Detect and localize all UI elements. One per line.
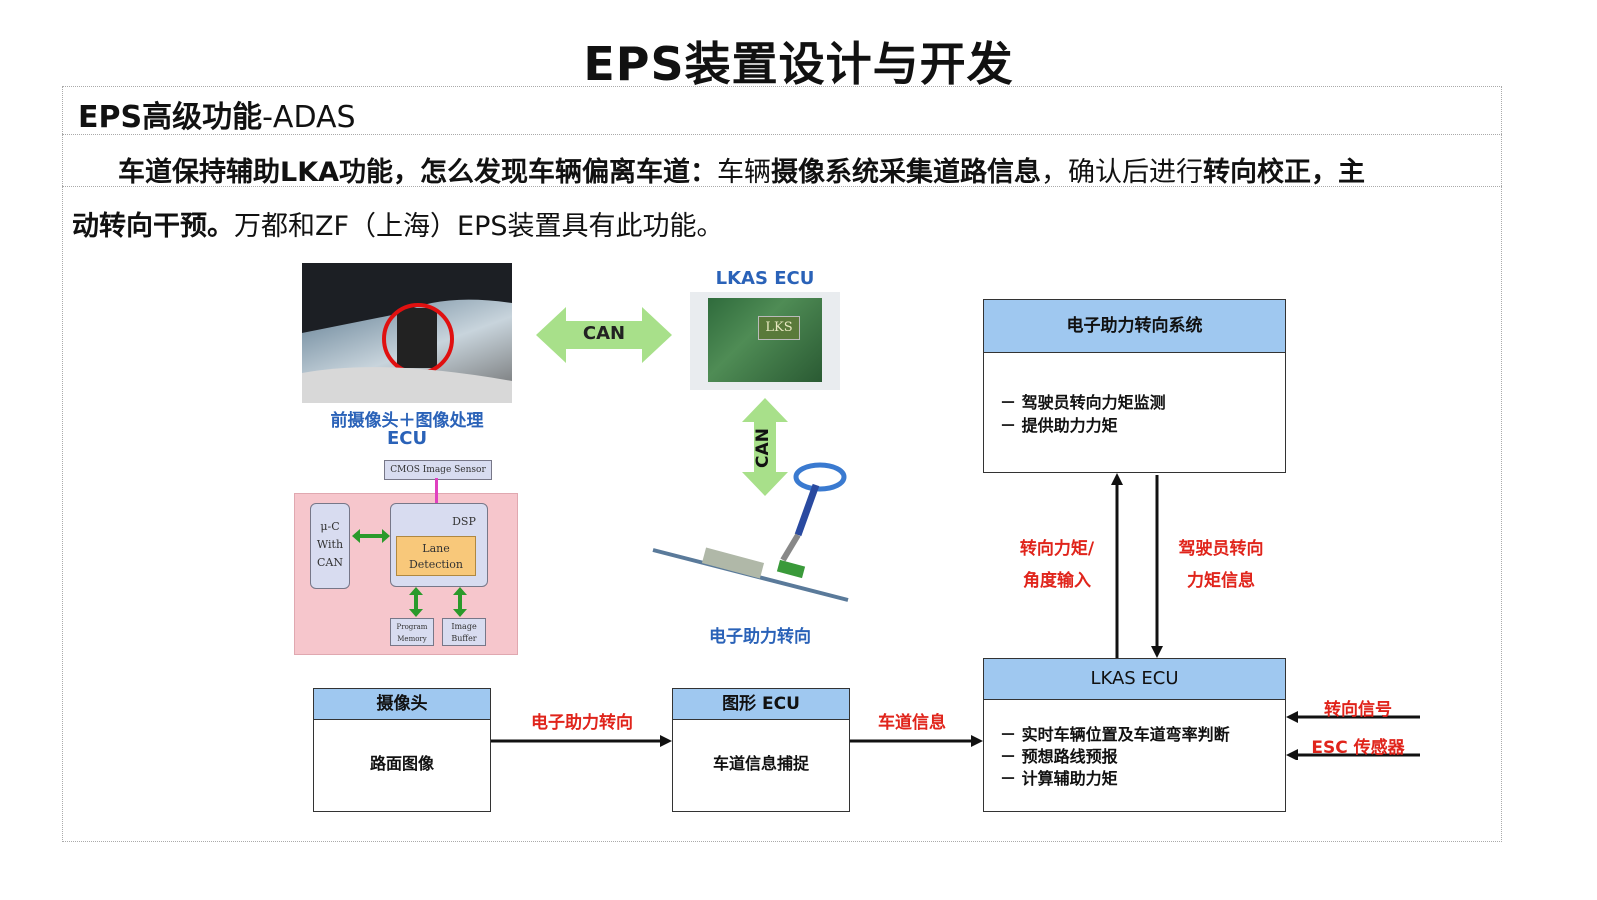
lkas-ecu-box: LKAS ECU － 实时车辆位置及车道弯率判断 － 预想路线预报 － 计算辅助…: [983, 658, 1286, 812]
torque-input-label-2: 角度输入: [1023, 571, 1091, 591]
image-ecu-body: 车道信息捕捉: [712, 754, 809, 773]
lkas-item: － 预想路线预报: [1000, 747, 1118, 766]
para-bold: 动转向干预。: [72, 211, 234, 242]
para-text: 万都和ZF（上海）EPS装置具有此功能。: [234, 211, 724, 242]
para-bold: 车道保持辅助LKA功能，怎么发现车辆偏离车道：: [118, 157, 718, 188]
esc-sensor-label: ESC 传感器: [1311, 738, 1405, 758]
lkas-ecu-board: LKS: [690, 292, 840, 390]
lks-chip: LKS: [758, 316, 800, 340]
page-title: EPS装置设计与开发: [583, 37, 1014, 91]
section-subtitle: EPS高级功能-ADAS: [78, 92, 356, 136]
paragraph-line-2: 动转向干预。万都和ZF（上海）EPS装置具有此功能。: [72, 204, 724, 243]
lkas-ecu-header: LKAS ECU: [984, 659, 1285, 700]
can-double-arrow: [536, 307, 672, 363]
content-frame: [62, 86, 1502, 842]
arrow-camera-to-ecu: [491, 735, 672, 747]
arrow-ecu-to-lkas: [850, 735, 983, 747]
driver-torque-label-1: 驾驶员转向: [1178, 539, 1264, 559]
camera-box-body: 路面图像: [369, 754, 434, 773]
eps-system-header: 电子助力转向系统: [984, 300, 1285, 353]
lkas-item: － 实时车辆位置及车道弯率判断: [1000, 725, 1230, 744]
lane-detection-block: Lane Detection: [396, 536, 476, 576]
arrow2-label: 车道信息: [878, 713, 946, 733]
divider: [62, 134, 1502, 135]
subtitle-bold: EPS高级功能: [78, 100, 263, 135]
eps-system-box: 电子助力转向系统 － 驾驶员转向力矩监测 － 提供助力力矩: [983, 299, 1286, 473]
eps-item: － 提供助力力矩: [1000, 416, 1118, 435]
subtitle-rest: -ADAS: [262, 100, 356, 135]
image-ecu-box: 图形 ECU 车道信息捕捉: [672, 688, 850, 812]
steer-signal-label: 转向信号: [1324, 700, 1392, 720]
torque-input-label-1: 转向力矩/: [1019, 539, 1095, 559]
camera-icon: [302, 263, 512, 403]
mc-dsp-arrow: [352, 529, 390, 543]
para-text: ，确认后进行: [1041, 157, 1204, 188]
paragraph-line-1: 车道保持辅助LKA功能，怎么发现车辆偏离车道：车辆摄像系统采集道路信息，确认后进…: [118, 150, 1365, 189]
eps-caption: 电子助力转向: [709, 627, 811, 647]
microcontroller-block: μ-C With CAN: [310, 503, 350, 589]
can-label-horizontal: CAN: [582, 323, 626, 344]
program-memory-block: Program Memory: [390, 618, 434, 646]
sensor-input-arrows: [1286, 711, 1420, 760]
circuit-board-icon: [708, 298, 822, 382]
camera-photo: [302, 263, 512, 403]
image-buffer-block: Image Buffer: [442, 618, 486, 646]
camera-caption-2: ECU: [386, 428, 428, 449]
para-bold: 转向校正，主: [1203, 157, 1366, 188]
cmos-sensor-block: CMOS Image Sensor: [384, 460, 492, 480]
eps-item: － 驾驶员转向力矩监测: [1000, 393, 1166, 412]
dsp-label: DSP: [452, 515, 476, 528]
camera-box: 摄像头 路面图像: [313, 688, 491, 812]
camera-caption-1: 前摄像头＋图像处理: [330, 411, 484, 431]
lkas-ecu-photo-label: LKAS ECU: [715, 268, 815, 289]
lkas-item: － 计算辅助力矩: [1000, 769, 1118, 788]
can-vertical-arrow: [742, 398, 788, 496]
steering-gear-icon: [652, 462, 849, 602]
driver-torque-label-2: 力矩信息: [1187, 571, 1255, 591]
divider: [62, 186, 1502, 187]
memory-arrows: [409, 587, 467, 617]
image-ecu-header: 图形 ECU: [673, 689, 849, 720]
camera-box-header: 摄像头: [314, 689, 490, 720]
para-text: 车辆: [717, 157, 772, 188]
eps-lkas-arrows: [1111, 473, 1163, 658]
para-bold: 摄像系统采集道路信息: [771, 157, 1042, 188]
arrow1-label: 电子助力转向: [531, 713, 633, 733]
